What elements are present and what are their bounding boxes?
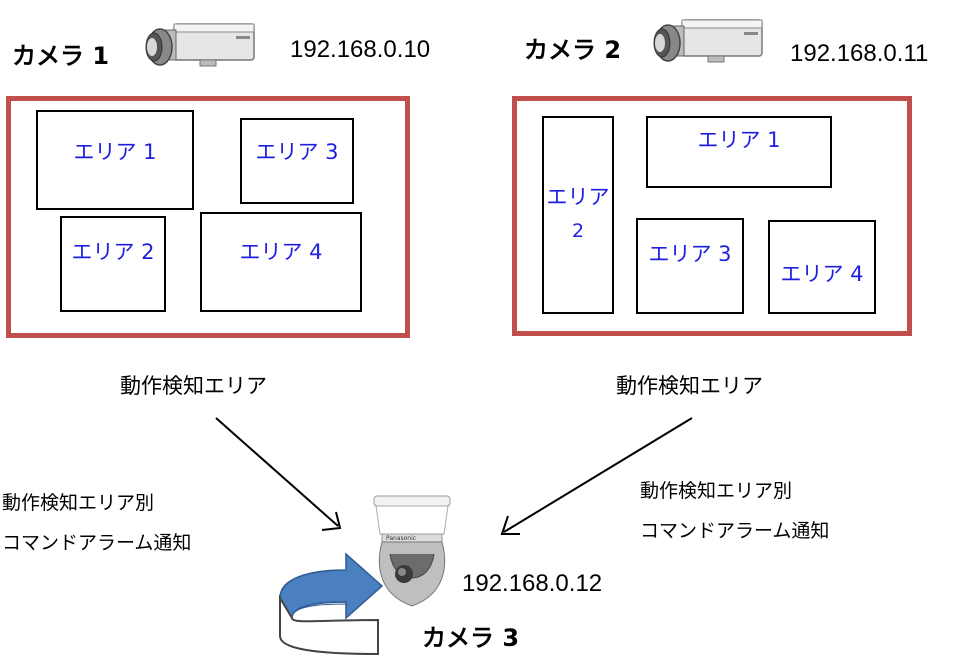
camera2-area-3: エリア 3: [636, 218, 744, 314]
rotation-arrow-icon: [270, 548, 390, 657]
camera1-area-4: エリア 4: [200, 212, 362, 312]
camera3-label: カメラ 3: [422, 624, 520, 652]
right-arrow: [500, 417, 693, 535]
camera2-area-4: エリア 4: [768, 220, 876, 314]
left-note: 動作検知エリア別 コマンドアラーム通知: [2, 492, 192, 554]
camera1-area-2: エリア 2: [60, 216, 166, 312]
camera2-ip: 192.168.0.11: [790, 40, 929, 67]
left-arrow: [215, 417, 342, 531]
camera2-detection-frame: [512, 96, 912, 336]
camera2-caption: 動作検知エリア: [616, 374, 763, 398]
camera1-area-1: エリア 1: [36, 110, 194, 210]
camera1-caption: 動作検知エリア: [120, 374, 267, 398]
camera2-area-1: エリア 1: [646, 116, 832, 188]
camera2-label: カメラ 2: [524, 36, 622, 64]
camera3-ip: 192.168.0.12: [462, 570, 603, 597]
camera1-detection-frame: [6, 96, 410, 338]
box-camera-icon: [140, 12, 260, 82]
right-note: 動作検知エリア別 コマンドアラーム通知: [640, 480, 830, 542]
ptz-dome-camera-icon: Panasonic: [364, 494, 460, 618]
camera1-area-3: エリア 3: [240, 118, 354, 204]
camera1-ip: 192.168.0.10: [290, 36, 431, 63]
camera1-label: カメラ 1: [12, 42, 110, 70]
svg-text:Panasonic: Panasonic: [386, 535, 416, 542]
box-camera-icon: [648, 8, 768, 78]
